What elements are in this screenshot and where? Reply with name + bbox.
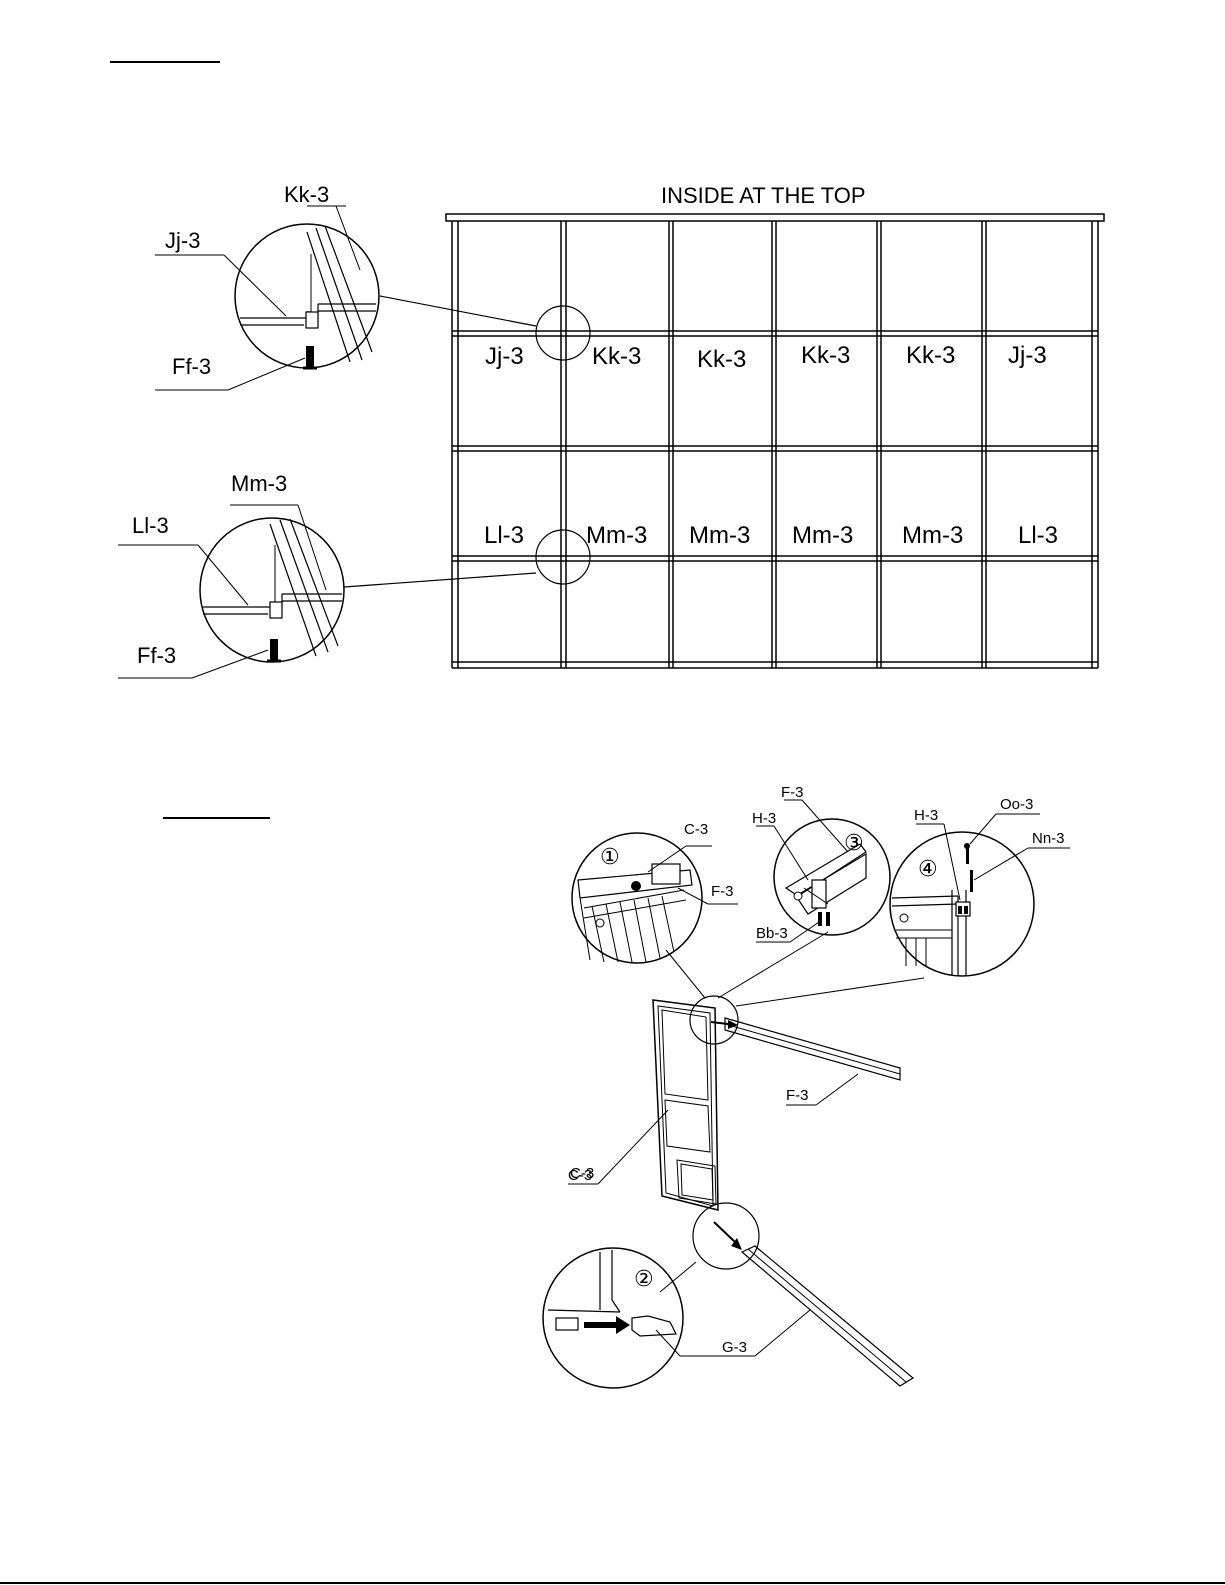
- detail-lower-label: Ll-3: [132, 513, 169, 538]
- detail-1-label: C-3: [684, 821, 708, 838]
- detail-upper-label: Ff-3: [172, 354, 211, 379]
- lower-row-label: Mm-3: [902, 522, 963, 549]
- detail-3-label: H-3: [752, 810, 776, 827]
- screw-icon: [306, 346, 314, 368]
- detail-upper-label: Kk-3: [284, 182, 329, 207]
- detail-3-label: Bb-3: [756, 925, 788, 942]
- detail-2: [543, 1184, 810, 1388]
- door-assembly: [568, 932, 924, 1386]
- arrow-icon: [616, 1316, 630, 1334]
- detail-lower-label: Mm-3: [231, 471, 287, 496]
- detail-4-label: Nn-3: [1032, 830, 1065, 847]
- lower-row-label: Mm-3: [586, 522, 647, 549]
- frame-title: INSIDE AT THE TOP: [661, 183, 866, 208]
- joint-highlight-upper: [536, 306, 590, 360]
- detail-number: ①: [600, 844, 620, 869]
- upper-row-label: Kk-3: [906, 342, 955, 369]
- upper-row-labels: Jj-3 Kk-3 Kk-3 Kk-3 Kk-3 Jj-3: [485, 342, 1047, 373]
- part-label-f3: F-3: [786, 1087, 809, 1104]
- detail-2-label: C-3: [570, 1165, 594, 1182]
- joint-highlight-door-bottom: [693, 1203, 759, 1269]
- upper-row-label: Jj-3: [485, 343, 524, 370]
- detail-number: ③: [844, 830, 864, 855]
- detail-1-label: F-3: [711, 883, 734, 900]
- lower-row-label: Mm-3: [689, 522, 750, 549]
- detail-upper-label: Jj-3: [165, 228, 200, 253]
- detail-2-label: G-3: [722, 1339, 747, 1356]
- detail-number: ②: [634, 1266, 654, 1291]
- upper-row-label: Jj-3: [1008, 342, 1047, 369]
- lower-row-label: Mm-3: [792, 522, 853, 549]
- screw-icon: [270, 639, 278, 661]
- detail-3-label: F-3: [781, 784, 804, 801]
- frame-top-bar: [446, 214, 1104, 221]
- upper-row-label: Kk-3: [592, 343, 641, 370]
- lower-row-label: Ll-3: [1018, 522, 1058, 549]
- lower-row-label: Ll-3: [484, 522, 524, 549]
- roof-frame-grid: [344, 214, 1104, 668]
- upper-row-label: Kk-3: [801, 342, 850, 369]
- joint-highlight-lower: [536, 530, 590, 584]
- detail-4-label: H-3: [914, 807, 938, 824]
- detail-number: ④: [918, 856, 938, 881]
- detail-4-label: Oo-3: [1000, 796, 1033, 813]
- lower-row-labels: Ll-3 Mm-3 Mm-3 Mm-3 Mm-3 Ll-3: [484, 522, 1058, 549]
- upper-row-label: Kk-3: [697, 346, 746, 373]
- detail-lower-label: Ff-3: [137, 643, 176, 668]
